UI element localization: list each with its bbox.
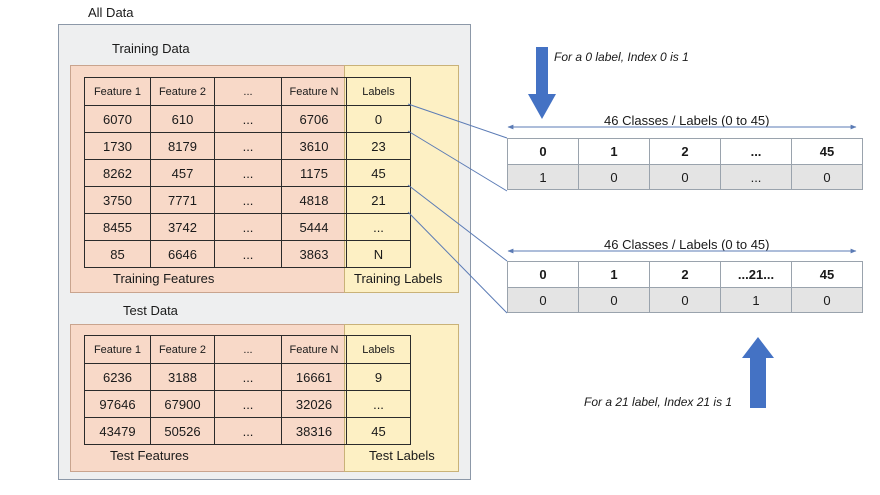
training-features-caption: Training Features bbox=[113, 271, 215, 286]
value-cell: 1 bbox=[507, 164, 579, 190]
value-cell: 0 bbox=[507, 287, 579, 313]
index-cell: 45 bbox=[791, 261, 863, 288]
onehot-top-index-row: 0 1 2 ... 45 bbox=[507, 138, 863, 165]
table-cell: 8179 bbox=[150, 132, 215, 160]
table-cell: 1175 bbox=[281, 159, 347, 187]
connector-line bbox=[407, 130, 508, 192]
table-cell: 85 bbox=[84, 240, 151, 268]
index-cell: 1 bbox=[578, 261, 650, 288]
down-arrow-icon bbox=[528, 47, 556, 119]
table-cell: 7771 bbox=[150, 186, 215, 214]
test-data-title: Test Data bbox=[123, 303, 178, 318]
table-cell: 3742 bbox=[150, 213, 215, 241]
training-data-table: Feature 1 Feature 2 ... Feature N Labels… bbox=[84, 77, 411, 268]
test-features-caption: Test Features bbox=[110, 448, 189, 463]
table-cell: 50526 bbox=[150, 417, 215, 445]
table-cell: 38316 bbox=[281, 417, 347, 445]
training-labels-caption: Training Labels bbox=[354, 271, 443, 286]
table-cell: 3750 bbox=[84, 186, 151, 214]
onehot-bottom-table: 0 1 2 ...21... 45 0 0 0 1 0 bbox=[507, 261, 863, 313]
value-cell: 0 bbox=[649, 287, 721, 313]
table-cell: 3863 bbox=[281, 240, 347, 268]
onehot-bottom-span-label: 46 Classes / Labels (0 to 45) bbox=[604, 237, 770, 252]
table-cell: 4818 bbox=[281, 186, 347, 214]
value-cell: ... bbox=[720, 164, 792, 190]
table-row: 43479 50526 ... 38316 45 bbox=[84, 417, 411, 445]
table-cell: 6646 bbox=[150, 240, 215, 268]
table-row: 85 6646 ... 3863 N bbox=[84, 240, 411, 268]
table-cell: 97646 bbox=[84, 390, 151, 418]
table-cell: 3188 bbox=[150, 363, 215, 391]
table-cell: ... bbox=[214, 390, 282, 418]
test-labels-caption: Test Labels bbox=[369, 448, 435, 463]
training-data-title: Training Data bbox=[112, 41, 190, 56]
table-cell: ... bbox=[214, 132, 282, 160]
onehot-bottom-note: For a 21 label, Index 21 is 1 bbox=[584, 395, 733, 409]
onehot-top-table: 0 1 2 ... 45 1 0 0 ... 0 bbox=[507, 138, 863, 190]
table-row: 1730 8179 ... 3610 23 bbox=[84, 132, 411, 160]
label-cell: 45 bbox=[346, 417, 411, 445]
table-cell: 8455 bbox=[84, 213, 151, 241]
value-cell: 1 bbox=[720, 287, 792, 313]
table-cell: ... bbox=[214, 417, 282, 445]
connector-line bbox=[407, 103, 508, 139]
table-cell: 6236 bbox=[84, 363, 151, 391]
index-cell: 2 bbox=[649, 138, 721, 165]
label-cell: 9 bbox=[346, 363, 411, 391]
value-cell: 0 bbox=[791, 164, 863, 190]
value-cell: 0 bbox=[578, 287, 650, 313]
table-cell: 8262 bbox=[84, 159, 151, 187]
table-cell: ... bbox=[214, 105, 282, 133]
index-cell: ...21... bbox=[720, 261, 792, 288]
header-labels: Labels bbox=[346, 335, 411, 364]
onehot-bottom-index-row: 0 1 2 ...21... 45 bbox=[507, 261, 863, 288]
up-arrow-icon bbox=[742, 337, 774, 408]
index-cell: 2 bbox=[649, 261, 721, 288]
label-cell: 45 bbox=[346, 159, 411, 187]
header-feature-1: Feature 1 bbox=[84, 335, 151, 364]
onehot-bottom-value-row: 0 0 0 1 0 bbox=[507, 287, 863, 313]
label-cell: N bbox=[346, 240, 411, 268]
connector-line bbox=[407, 211, 508, 314]
value-cell: 0 bbox=[649, 164, 721, 190]
label-cell: ... bbox=[346, 213, 411, 241]
table-cell: 3610 bbox=[281, 132, 347, 160]
value-cell: 0 bbox=[578, 164, 650, 190]
header-ellipsis: ... bbox=[214, 335, 282, 364]
all-data-title: All Data bbox=[88, 5, 134, 20]
index-cell: ... bbox=[720, 138, 792, 165]
table-row: 6070 610 ... 6706 0 bbox=[84, 105, 411, 133]
index-cell: 0 bbox=[507, 261, 579, 288]
index-cell: 0 bbox=[507, 138, 579, 165]
table-row: 6236 3188 ... 16661 9 bbox=[84, 363, 411, 391]
connector-line bbox=[407, 184, 508, 262]
onehot-top-value-row: 1 0 0 ... 0 bbox=[507, 164, 863, 190]
test-data-table: Feature 1 Feature 2 ... Feature N Labels… bbox=[84, 335, 411, 445]
table-cell: 457 bbox=[150, 159, 215, 187]
table-cell: ... bbox=[214, 240, 282, 268]
value-cell: 0 bbox=[791, 287, 863, 313]
table-cell: 6706 bbox=[281, 105, 347, 133]
index-cell: 45 bbox=[791, 138, 863, 165]
onehot-top-note: For a 0 label, Index 0 is 1 bbox=[554, 50, 689, 64]
onehot-top-span-label: 46 Classes / Labels (0 to 45) bbox=[604, 113, 770, 128]
table-cell: 43479 bbox=[84, 417, 151, 445]
table-cell: 6070 bbox=[84, 105, 151, 133]
test-header-row: Feature 1 Feature 2 ... Feature N Labels bbox=[84, 335, 411, 364]
table-row: 8262 457 ... 1175 45 bbox=[84, 159, 411, 187]
table-cell: 610 bbox=[150, 105, 215, 133]
